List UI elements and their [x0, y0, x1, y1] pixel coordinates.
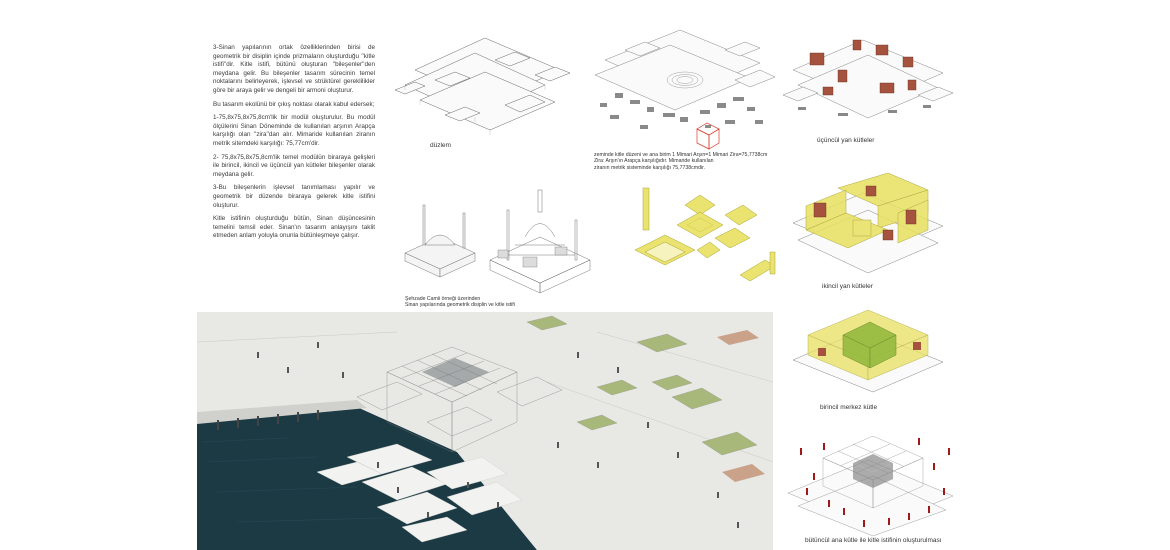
paragraph-4: 2- 75,8x75,8x75,8cm'lik temel modülün bi… — [213, 153, 375, 178]
caption-zemin: zeminde kitle düzeni ve ana birim 1 Mima… — [594, 152, 768, 171]
paragraph-6: Kitle istifinin oluşturduğu bütün, Sinan… — [213, 215, 375, 240]
paragraph-1: 3-Sinan yapılarının ortak özelliklerinde… — [213, 44, 375, 94]
tertiary-masses-diagram — [782, 39, 954, 119]
waterfront-perspective-render — [197, 312, 773, 550]
caption-birincil: birincil merkez kütle — [820, 404, 878, 411]
water-surface — [197, 407, 537, 550]
module-cube-icon — [696, 122, 720, 150]
secondary-masses-diagram — [792, 172, 944, 274]
ground-layout-diagram — [594, 29, 776, 150]
sehzade-mosque-diagram — [404, 189, 591, 294]
caption-butuncul: bütüncül ana kütle ile kitle istifinin o… — [805, 537, 942, 544]
modular-plan-diagram — [634, 187, 776, 282]
plane-diagram — [394, 37, 571, 135]
paragraph-5: 3-Bu bileşenlerin işlevsel tanımlaması y… — [213, 184, 375, 209]
primary-center-mass-diagram — [792, 309, 944, 393]
caption-ucuncul: üçüncül yan kütleler — [817, 137, 875, 144]
caption-ikincil: ikincil yan kütleler — [822, 283, 873, 290]
caption-sehzade: Şehzade Camii örneği üzerinden Sinan yap… — [405, 296, 515, 309]
caption-duzlem: düzlem — [430, 142, 451, 149]
paragraph-3: 1-75,8x75,8x75,8cm'lik bir modül oluştur… — [213, 114, 375, 147]
whole-mass-diagram — [787, 435, 954, 537]
description-text: 3-Sinan yapılarının ortak özelliklerinde… — [213, 44, 375, 246]
paragraph-2: Bu tasarım ekolünü bir çıkış noktası ola… — [213, 100, 375, 108]
